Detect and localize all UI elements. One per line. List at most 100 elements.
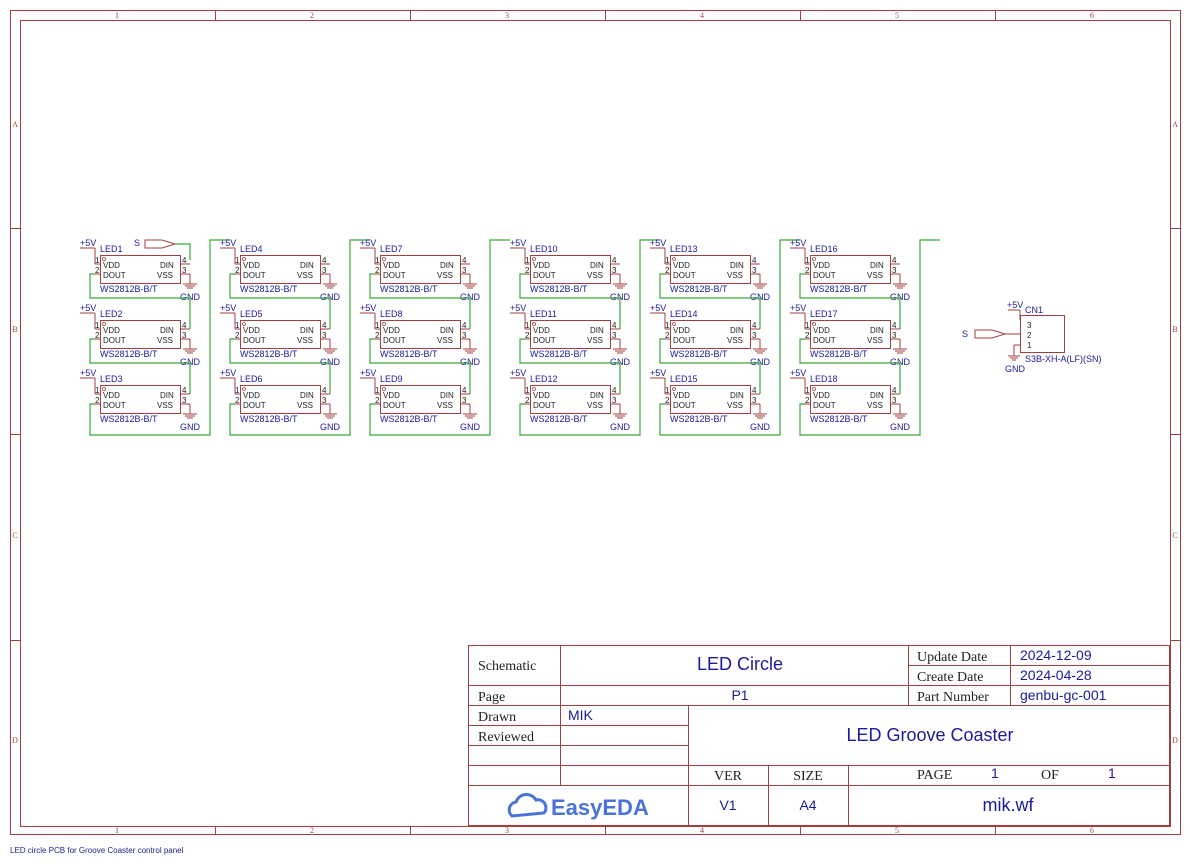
- pin-num: 1: [235, 386, 240, 395]
- grid-row-right-D: D: [1172, 736, 1178, 745]
- gnd-label: GND: [460, 292, 481, 302]
- grid-col-bottom-4: 4: [700, 826, 704, 835]
- pin-num: 3: [892, 266, 897, 275]
- pin-num: 2: [375, 396, 380, 405]
- grid-col-top-2: 2: [310, 11, 314, 20]
- pin-vss: VSS: [727, 336, 743, 345]
- vcc-label: +5V: [360, 238, 376, 248]
- led-designator: LED13: [670, 244, 698, 254]
- led-value: WS2812B-B/T: [810, 349, 868, 359]
- pin-vss: VSS: [437, 401, 453, 410]
- gnd-label: GND: [180, 292, 201, 302]
- drawn-label: Drawn: [478, 710, 516, 725]
- pin-num: 1: [525, 256, 530, 265]
- led-body: [530, 255, 611, 284]
- pin-din: DIN: [300, 391, 314, 400]
- schematic-value: LED Circle: [697, 654, 783, 674]
- page-num-value: 1: [991, 765, 999, 781]
- pin-num: 3: [752, 266, 757, 275]
- connector-gnd-label: GND: [1005, 364, 1026, 374]
- pin-num: 2: [805, 266, 810, 275]
- pin-num: 1: [375, 386, 380, 395]
- pin-num: 4: [612, 386, 617, 395]
- pin-num: 1: [525, 321, 530, 330]
- pin-num: 3: [462, 396, 467, 405]
- pin-num: 2: [665, 331, 670, 340]
- vcc-label: +5V: [650, 238, 666, 248]
- grid-col-bottom-6: 6: [1090, 826, 1094, 835]
- pin-din: DIN: [440, 391, 454, 400]
- ver-value: V1: [719, 797, 736, 813]
- led-array: +5VLED112VDDDOUTDINVSS43GNDWS2812B-B/T+5…: [80, 238, 940, 436]
- grid-row-right-C: C: [1172, 531, 1177, 540]
- pin-num: 1: [805, 256, 810, 265]
- pin-num: 1: [375, 321, 380, 330]
- led-designator: LED1: [100, 244, 123, 254]
- pin-num: 4: [462, 256, 467, 265]
- pin-num: 2: [95, 331, 100, 340]
- grid-col-bottom-2: 2: [310, 826, 314, 835]
- vcc-label: +5V: [510, 368, 526, 378]
- pin-vdd: VDD: [533, 261, 550, 270]
- pin-num: 4: [322, 321, 327, 330]
- drawn-value: MIK: [568, 707, 594, 723]
- led-value: WS2812B-B/T: [240, 349, 298, 359]
- ver-label: VER: [714, 769, 743, 784]
- pin-num: 4: [182, 256, 187, 265]
- pin-dout: DOUT: [673, 336, 696, 345]
- led-designator: LED3: [100, 374, 123, 384]
- led-designator: LED4: [240, 244, 263, 254]
- pin-num: 2: [95, 266, 100, 275]
- pin-dout: DOUT: [673, 401, 696, 410]
- vcc-label: +5V: [510, 238, 526, 248]
- led-body: [240, 385, 321, 414]
- gnd-label: GND: [460, 357, 481, 367]
- pin-num: 4: [462, 321, 467, 330]
- page-label: Page: [478, 690, 505, 705]
- connector-signal-flag: [974, 329, 1007, 339]
- vcc-label: +5V: [220, 368, 236, 378]
- pin-num: 3: [322, 396, 327, 405]
- led-value: WS2812B-B/T: [100, 349, 158, 359]
- grid-row-left-B: B: [12, 325, 17, 334]
- led-body: [530, 320, 611, 349]
- pin-dout: DOUT: [103, 271, 126, 280]
- pin-vdd: VDD: [813, 391, 830, 400]
- pin-num: 4: [752, 321, 757, 330]
- project-title: LED Groove Coaster: [846, 725, 1013, 745]
- grid-row-left-C: C: [12, 531, 17, 540]
- part-number-label: Part Number: [917, 690, 989, 705]
- cloud-icon: [507, 793, 548, 818]
- pin-vss: VSS: [867, 401, 883, 410]
- pin-din: DIN: [730, 326, 744, 335]
- pin-num: 1: [95, 386, 100, 395]
- pin-dout: DOUT: [533, 401, 556, 410]
- vcc-label: +5V: [650, 303, 666, 313]
- create-date-label: Create Date: [917, 670, 983, 685]
- pin-num: 3: [892, 331, 897, 340]
- led-body: [670, 385, 751, 414]
- pin-num: 3: [182, 331, 187, 340]
- led-body: [670, 255, 751, 284]
- easyeda-logo: EasyEDA: [507, 793, 649, 820]
- pin-num: 2: [805, 331, 810, 340]
- pin-num: 4: [322, 256, 327, 265]
- led-body: [100, 385, 181, 414]
- led-body: [240, 320, 321, 349]
- pin-vss: VSS: [587, 401, 603, 410]
- connector-designator: CN1: [1025, 305, 1043, 315]
- pin-vdd: VDD: [673, 326, 690, 335]
- pin-num: 1: [805, 386, 810, 395]
- vcc-label: +5V: [80, 238, 96, 248]
- gnd-label: GND: [890, 357, 911, 367]
- led-designator: LED12: [530, 374, 558, 384]
- pin-din: DIN: [870, 391, 884, 400]
- led-body: [810, 385, 891, 414]
- gnd-label: GND: [750, 422, 771, 432]
- vcc-label: +5V: [220, 303, 236, 313]
